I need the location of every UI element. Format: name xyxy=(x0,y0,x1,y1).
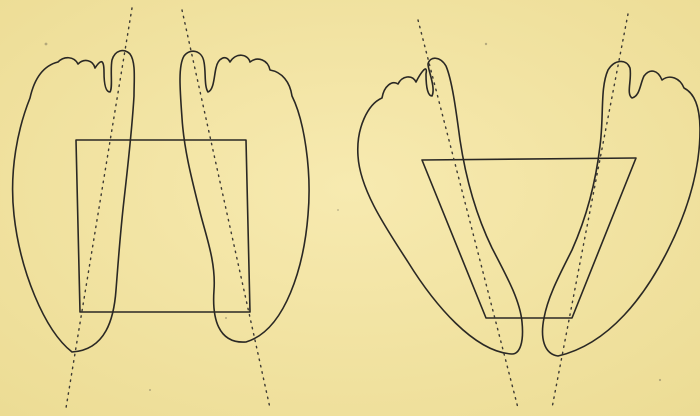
foot-outline-plate xyxy=(0,0,700,416)
paper-background xyxy=(0,0,700,416)
